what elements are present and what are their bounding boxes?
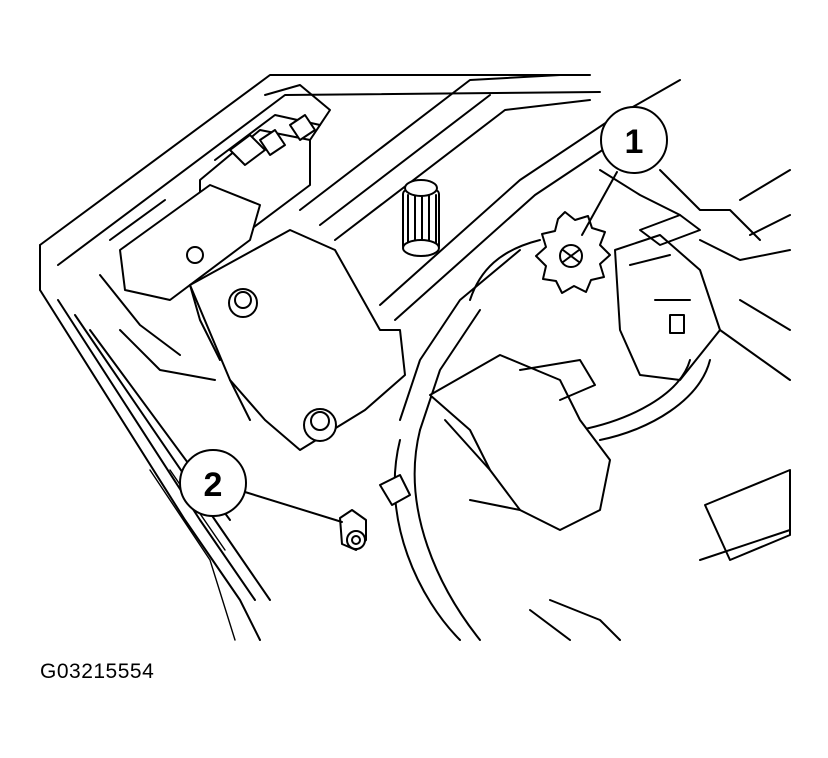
side-panel-block bbox=[699, 469, 791, 561]
callout-1-number: 1 bbox=[625, 123, 644, 161]
retaining-screw bbox=[339, 474, 411, 551]
figure-id-label: G03215554 bbox=[40, 660, 155, 683]
wiring-harness bbox=[469, 239, 711, 441]
electrical-connector bbox=[599, 169, 791, 381]
panel-outline bbox=[39, 74, 601, 641]
gear-fastener bbox=[535, 211, 611, 294]
seat-track-rails bbox=[299, 74, 681, 431]
exploded-view-illustration: 1 2 bbox=[39, 74, 791, 641]
splined-stud bbox=[402, 179, 440, 257]
callout-1: 1 bbox=[581, 106, 668, 236]
callout-2: 2 bbox=[179, 449, 343, 523]
connector-assembly bbox=[99, 84, 331, 381]
release-lever bbox=[393, 354, 621, 641]
callout-2-number: 2 bbox=[204, 466, 223, 504]
mounting-bracket bbox=[186, 229, 406, 451]
